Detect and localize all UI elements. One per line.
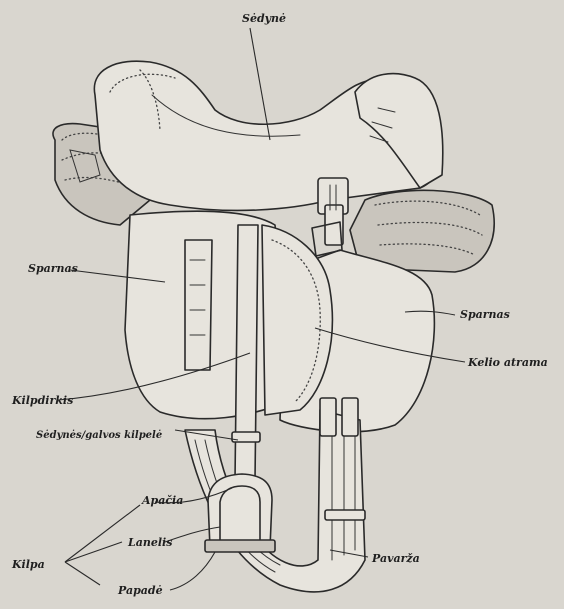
label-flap-left: Sparnas (28, 262, 78, 275)
stirrup-iron (205, 474, 275, 552)
label-stirrup: Kilpa (11, 558, 45, 571)
seat-shape (94, 61, 442, 210)
label-flap-right: Sparnas (460, 308, 510, 321)
label-seat: Sėdynė (242, 12, 286, 25)
label-stirrup-leather-keeper: Sėdynės/galvos kilpelė (36, 430, 162, 441)
label-tread: Apačia (141, 494, 183, 507)
label-girth: Pavarža (371, 552, 420, 565)
label-footpad: Papadė (117, 584, 163, 597)
buckle-hardware (312, 178, 348, 256)
label-stirrup-leather: Kilpdirkis (11, 394, 73, 407)
label-sole: Lanelis (127, 536, 172, 549)
label-knee-roll: Kelio atrama (467, 356, 548, 369)
